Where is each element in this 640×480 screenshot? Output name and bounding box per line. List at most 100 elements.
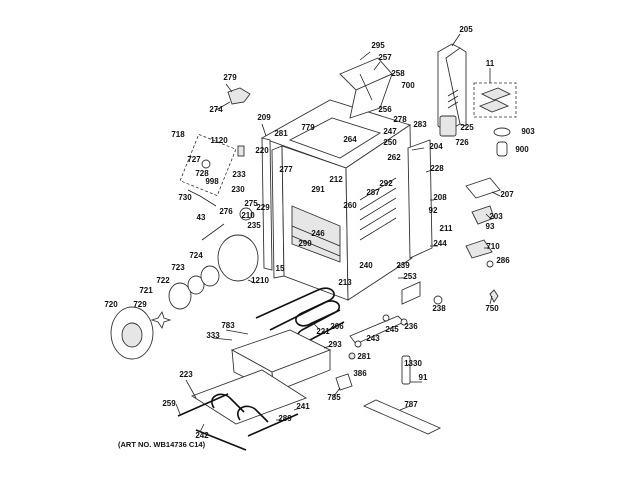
callout-1120: 1120 [210,136,228,145]
callout-239: 239 [396,261,410,270]
callout-333: 333 [206,331,220,340]
callout-228: 228 [430,164,444,173]
callout-238: 238 [432,304,446,313]
callout-250: 250 [383,138,397,147]
callout-386: 386 [353,369,367,378]
callout-221: 221 [316,327,330,336]
callout-262: 262 [387,153,401,162]
kit-11-box [473,82,517,118]
callout-750: 750 [485,304,499,313]
art-number-caption: (ART NO. WB14736 C14) [118,440,206,449]
callout-256: 256 [378,105,392,114]
callout-229: 229 [256,203,270,212]
callout-728: 728 [195,169,209,178]
callout-246: 246 [311,229,325,238]
callout-729: 729 [133,300,147,309]
callout-295: 295 [371,41,385,50]
callout-230: 230 [231,185,245,194]
callout-292: 292 [379,179,393,188]
callout-15: 15 [276,264,285,273]
callout-11: 11 [486,59,495,68]
callout-730: 730 [178,193,192,202]
callout-208: 208 [433,193,447,202]
callout-281: 281 [274,129,288,138]
callout-211: 211 [440,224,453,233]
callout-241: 241 [296,402,310,411]
callout-287: 287 [366,188,380,197]
callout-236: 236 [404,322,418,331]
drawer-assembly [177,329,332,451]
callout-225: 225 [460,123,474,132]
callout-240: 240 [359,261,373,270]
callout-203: 203 [489,212,503,221]
convection-fan-assembly [110,207,259,360]
callout-1330: 1330 [404,359,422,368]
back-panel-205 [437,43,467,133]
callout-279: 279 [223,73,237,82]
small-parts-upper-right [433,115,511,305]
callout-1210: 1210 [251,276,269,285]
callout-210: 210 [241,211,255,220]
callout-259: 259 [162,399,176,408]
callout-243: 243 [366,334,380,343]
callout-43: 43 [197,213,206,222]
callout-291: 291 [311,185,325,194]
callout-233: 233 [232,170,246,179]
callout-721: 721 [139,286,153,295]
callout-247: 247 [383,127,397,136]
callout-723: 723 [171,263,185,272]
callout-276: 276 [219,207,233,216]
callout-779: 779 [301,123,315,132]
callout-206: 206 [330,322,344,331]
callout-207: 207 [500,190,514,199]
callout-783: 783 [221,321,235,330]
callout-710: 710 [486,242,500,251]
callout-209: 209 [257,113,271,122]
callout-220: 220 [255,146,269,155]
callout-900: 900 [515,145,529,154]
callout-260: 260 [343,201,357,210]
callout-253: 253 [403,272,417,281]
callout-718: 718 [171,130,185,139]
callout-787: 787 [404,400,418,409]
callout-290: 290 [298,239,312,248]
callout-245: 245 [385,325,399,334]
callout-278: 278 [393,115,407,124]
callout-903: 903 [521,127,535,136]
callout-283: 283 [413,120,427,129]
leader-lines [175,33,501,433]
callout-204: 204 [429,142,443,151]
callout-235: 235 [247,221,261,230]
callout-289: 289 [278,414,292,423]
burner-igniter-parts [179,87,251,207]
callout-998: 998 [205,177,219,186]
callout-286: 286 [496,256,510,265]
callout-257: 257 [378,53,392,62]
vent-duct-assembly [339,57,393,119]
callout-700: 700 [401,81,415,90]
callout-785: 785 [327,393,341,402]
callout-93: 93 [486,222,495,231]
callout-205: 205 [459,25,473,34]
callout-223: 223 [179,370,193,379]
callout-277: 277 [279,165,293,174]
callout-720: 720 [104,300,118,309]
callout-91: 91 [419,373,428,382]
bake-element [255,287,345,343]
callout-92: 92 [429,206,438,215]
callout-244: 244 [433,239,447,248]
callout-281b: 281 [357,352,371,361]
callout-724: 724 [189,251,203,260]
lower-right-parts [335,281,442,435]
callout-274: 274 [209,105,223,114]
callout-242: 242 [195,431,209,440]
callout-212: 212 [329,175,343,184]
callout-213: 213 [338,278,352,287]
callout-726: 726 [455,138,469,147]
callout-275: 275 [244,199,258,208]
callout-264: 264 [343,135,357,144]
callout-258: 258 [391,69,405,78]
callout-293: 293 [328,340,342,349]
